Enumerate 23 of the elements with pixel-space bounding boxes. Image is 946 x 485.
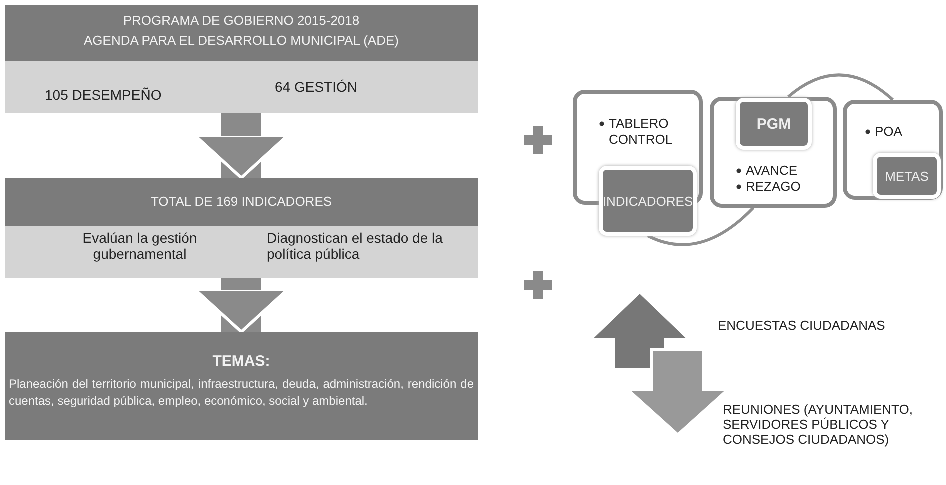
band-text: TOTAL DE 169 INDICADORES: [150, 194, 334, 210]
dark-band: [5, 5, 478, 61]
light-band: [5, 226, 478, 278]
band-text: 64 GESTIÓN: [275, 79, 358, 95]
tile-text: INDICADORES: [602, 194, 694, 208]
band-text: 105 DESEMPEÑO: [45, 87, 163, 103]
dark-band: [5, 332, 478, 440]
side-note: REUNIONES (AYUNTAMIENTO, SERVIDORES PÚBLICOS Y CONSEJOS CIUDADANOS): [723, 402, 914, 447]
rounded-card: [843, 100, 943, 200]
tile-text: METAS: [885, 168, 929, 184]
band-text: Diagnostican el estado de la política pública: [267, 230, 444, 262]
band-text: AGENDA PARA EL DESARROLLO MUNICIPAL (ADE): [83, 33, 400, 49]
light-band: [5, 61, 478, 113]
section-heading: TEMAS:: [212, 354, 272, 370]
topic-list: Planeación del territorio municipal, infraestructura, deuda, administración, rendición de cuentas, seguridad pública, empleo, económico, social y ambiental.: [9, 376, 474, 410]
side-note: ENCUESTAS CIUDADANAS: [718, 318, 886, 333]
tile-text: PGM: [756, 116, 792, 132]
dark-band: [5, 178, 478, 226]
connector-arc: [788, 74, 894, 102]
label-tile: [873, 153, 941, 199]
band-text: Evalúan la gestión gubernamental: [82, 230, 198, 262]
band-text: PROGRAMA DE GOBIERNO 2015-2018: [122, 13, 361, 29]
connector-arc: [647, 206, 755, 246]
